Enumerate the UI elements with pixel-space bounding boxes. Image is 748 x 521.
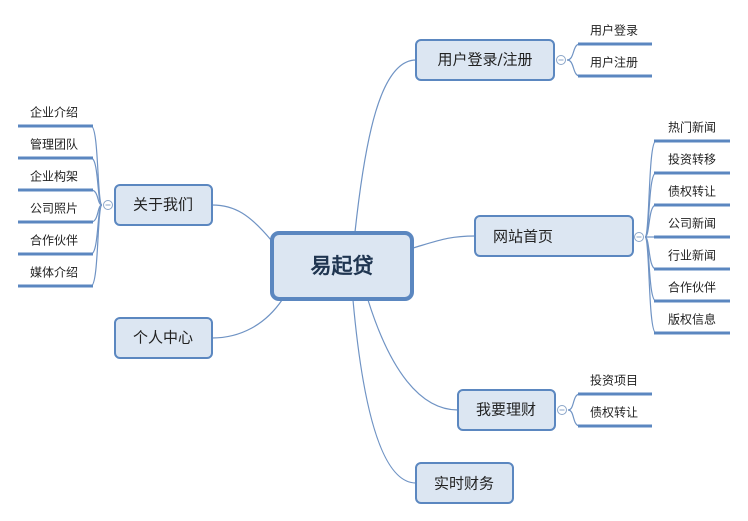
node-login-register[interactable]: 用户登录/注册 (415, 39, 555, 81)
leaf-label: 行业新闻 (668, 248, 716, 263)
leaf-investment-transfer[interactable]: 投资转移 (654, 152, 730, 175)
leaf-label: 债权转让 (668, 184, 716, 199)
leaf-company-news[interactable]: 公司新闻 (654, 216, 730, 239)
leaf-media-intro[interactable]: 媒体介绍 (18, 266, 93, 288)
leaf-label: 企业介绍 (30, 105, 78, 120)
node-label: 用户登录/注册 (437, 51, 532, 69)
central-topic-label: 易起贷 (311, 254, 374, 278)
leaf-label: 债权转让 (590, 405, 638, 420)
main-connectors (211, 59, 476, 484)
leaf-label: 合作伙伴 (668, 280, 716, 295)
leaf-label: 投资项目 (590, 373, 638, 388)
leaf-hot-news[interactable]: 热门新闻 (654, 120, 730, 143)
node-realtime[interactable]: 实时财务 (415, 462, 514, 504)
leaf-user-register[interactable]: 用户注册 (578, 55, 652, 78)
node-about[interactable]: 关于我们 (114, 184, 213, 226)
leaf-label: 管理团队 (30, 137, 78, 152)
leaf-debt-transfer[interactable]: 债权转让 (654, 184, 730, 207)
leaf-industry-news[interactable]: 行业新闻 (654, 248, 730, 271)
leaf-about-partners[interactable]: 合作伙伴 (18, 233, 93, 256)
central-topic[interactable]: 易起贷 (270, 231, 414, 301)
node-finance[interactable]: 我要理财 (457, 389, 556, 431)
leaf-management-team[interactable]: 管理团队 (18, 137, 93, 160)
leaf-label: 公司照片 (30, 202, 78, 216)
leaf-label: 企业构架 (30, 169, 78, 184)
leaf-label: 投资转移 (668, 152, 716, 167)
leaf-partners[interactable]: 合作伙伴 (654, 280, 730, 303)
collapse-about-toggle[interactable] (103, 200, 113, 210)
leaf-label: 用户注册 (590, 55, 638, 70)
collapse-login-toggle[interactable] (556, 55, 566, 65)
node-label: 网站首页 (493, 228, 553, 246)
node-label: 我要理财 (476, 401, 536, 419)
leaf-company-intro[interactable]: 企业介绍 (18, 105, 93, 128)
leaf-label: 合作伙伴 (30, 233, 78, 248)
leaf-label: 热门新闻 (668, 120, 716, 135)
leaf-company-photos[interactable]: 公司照片 (18, 202, 93, 224)
leaf-finance-debt-transfer[interactable]: 债权转让 (578, 405, 652, 428)
node-label: 实时财务 (434, 475, 494, 493)
leaf-label: 公司新闻 (668, 216, 716, 231)
leaf-investment-projects[interactable]: 投资项目 (578, 373, 652, 396)
node-label: 关于我们 (133, 196, 193, 214)
node-homepage[interactable]: 网站首页 (474, 215, 634, 257)
leaf-company-structure[interactable]: 企业构架 (18, 169, 93, 192)
leaf-copyright[interactable]: 版权信息 (654, 312, 730, 335)
leaf-label: 用户登录 (590, 23, 638, 38)
node-label: 个人中心 (133, 329, 193, 347)
leaf-label: 媒体介绍 (30, 266, 78, 280)
node-personal[interactable]: 个人中心 (114, 317, 213, 359)
leaf-user-login[interactable]: 用户登录 (578, 23, 652, 46)
collapse-home-toggle[interactable] (634, 232, 644, 242)
leaf-label: 版权信息 (668, 312, 716, 327)
collapse-finance-toggle[interactable] (557, 405, 567, 415)
